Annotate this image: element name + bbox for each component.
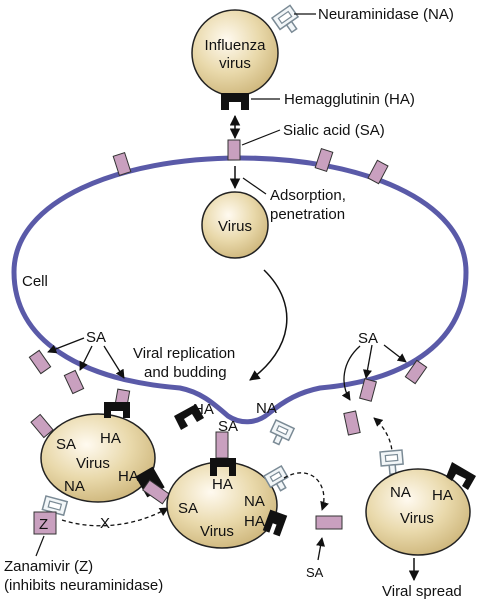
zanamivir-label-line1: Zanamivir (Z)	[4, 558, 93, 575]
neuraminidase-icon	[379, 449, 404, 476]
sialic-acid-receptor	[367, 159, 389, 185]
ha-label-budding: HA	[193, 401, 214, 418]
virus-label: Virus	[400, 510, 434, 527]
neuraminidase-icon	[270, 4, 300, 34]
sialic-acid-receptor	[63, 369, 85, 395]
sa-label-budding: SA	[218, 418, 238, 435]
internalized-virus: Virus	[201, 191, 269, 259]
hemagglutinin-icon	[104, 402, 130, 418]
viral-spread-label: Viral spread	[382, 583, 462, 600]
sa-release-arrow	[283, 472, 329, 511]
replication-label-line2: and budding	[144, 364, 227, 381]
na-label-budding: NA	[256, 400, 277, 417]
replication-label-line1: Viral replication	[133, 345, 235, 362]
sialic-acid-receptor	[227, 139, 241, 161]
released-virus-right: NA HA Virus	[365, 468, 471, 556]
sialic-acid-receptor	[215, 431, 229, 459]
zanamivir-label-line2: (inhibits neuraminidase)	[4, 577, 163, 594]
hemagglutinin-icon	[446, 462, 476, 490]
influenza-label-line1: Influenza	[205, 37, 267, 54]
zanamivir-leader-line	[35, 535, 45, 557]
ha-label: HA	[432, 487, 453, 504]
sialic-acid-receptor	[359, 378, 377, 402]
sialic-acid-receptor	[30, 413, 54, 439]
influenza-virus: Influenza virus	[191, 9, 279, 97]
released-sa-arrow	[316, 537, 326, 561]
zanamivir-z-label: Z	[39, 516, 48, 533]
budded-virus-left: SA HA Virus HA NA	[40, 413, 156, 503]
adsorption-label-line1: Adsorption,	[270, 187, 346, 204]
hemagglutinin-icon	[210, 458, 236, 476]
sialic-acid-label: Sialic acid (SA)	[283, 122, 385, 139]
zanamivir-molecule	[33, 511, 57, 535]
sa-arrow	[103, 345, 125, 379]
ha-label: HA	[244, 513, 265, 530]
na-label: NA	[244, 493, 265, 510]
ha-label: HA	[100, 430, 121, 447]
neuraminidase-icon	[269, 419, 296, 446]
sa-label: SA	[56, 436, 76, 453]
sa-label-left: SA	[86, 329, 106, 346]
ha-label: HA	[212, 476, 233, 493]
hemagglutinin-icon	[221, 93, 249, 110]
ha-label: HA	[118, 468, 139, 485]
sialic-acid-receptor	[28, 349, 52, 375]
neuraminidase-label: Neuraminidase (NA)	[318, 6, 454, 23]
budding-virus-middle: HA SA NA Virus HA	[166, 461, 278, 549]
hemagglutinin-label: Hemagglutinin (HA)	[284, 91, 415, 108]
sa-leader-line	[241, 129, 281, 146]
virus-label: Virus	[218, 218, 252, 235]
sa-label: SA	[178, 500, 198, 517]
sialic-acid-receptor	[343, 410, 361, 436]
sialic-acid-receptor	[112, 152, 132, 176]
sialic-acid-receptor	[404, 359, 428, 385]
sa-arrow	[79, 345, 93, 371]
hemagglutinin-icon	[262, 509, 288, 537]
sa-arrow	[47, 337, 85, 354]
cell-membrane	[11, 155, 469, 425]
block-x-label: X	[100, 515, 110, 532]
na-label: NA	[390, 484, 411, 501]
hemagglutinin-icon	[174, 404, 204, 430]
adsorption-leader-line	[242, 177, 267, 195]
sa-arrow	[362, 344, 373, 379]
adsorption-label-line2: penetration	[270, 206, 345, 223]
sa-arrow	[383, 344, 407, 363]
released-sialic-acid	[315, 515, 343, 530]
replication-arrow	[249, 269, 288, 381]
neuraminidase-icon	[262, 464, 289, 492]
virus-label: Virus	[200, 523, 234, 540]
sialic-acid-receptor	[142, 479, 170, 505]
na-cleavage-arrow	[373, 417, 393, 471]
released-sa-label: SA	[306, 565, 324, 580]
sa-arrow	[341, 345, 361, 401]
virus-label: Virus	[76, 455, 110, 472]
sa-label-right: SA	[358, 330, 378, 347]
cell-label: Cell	[22, 273, 48, 290]
sialic-acid-receptor	[314, 148, 334, 172]
na-label: NA	[64, 478, 85, 495]
blocked-release-arrow	[61, 507, 169, 527]
influenza-label-line2: virus	[219, 55, 251, 72]
